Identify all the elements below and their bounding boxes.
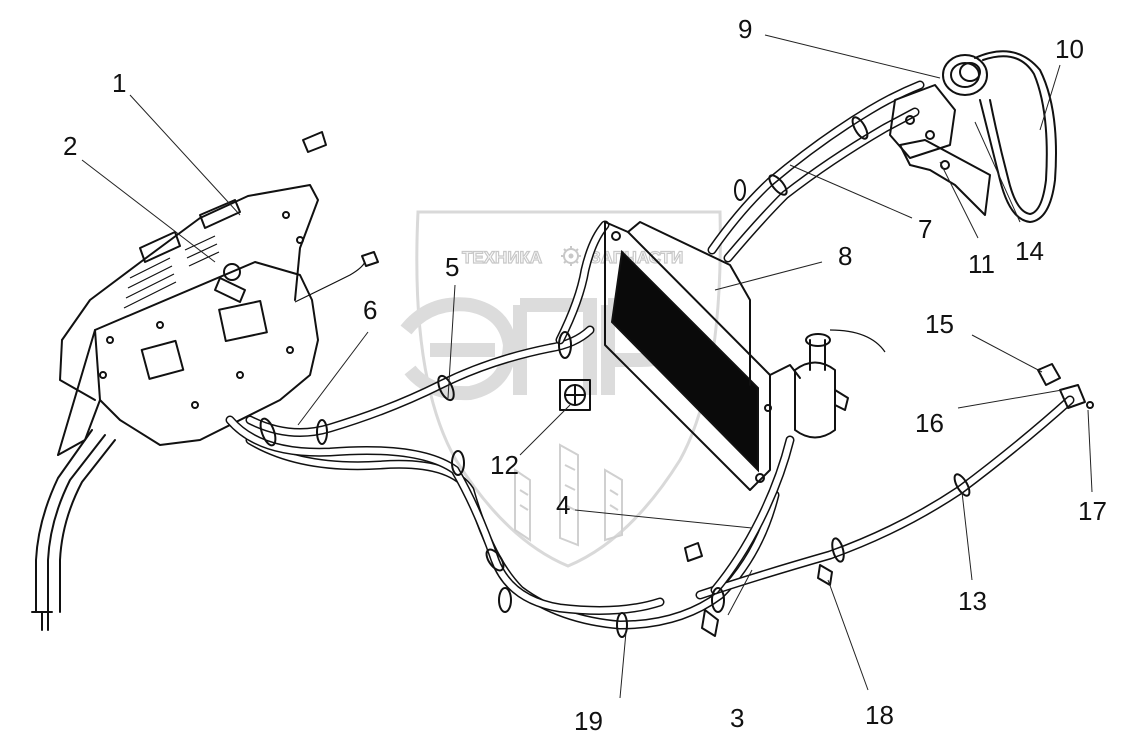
callout-12: 12 — [490, 450, 519, 480]
compressor — [889, 50, 1057, 223]
callout-8: 8 — [838, 241, 852, 271]
callout-17: 17 — [1078, 496, 1107, 526]
watermark-left-text: ТЕХНИКА — [462, 248, 542, 267]
clip-18 — [817, 564, 833, 586]
compressor-bracket — [899, 139, 991, 216]
pressure-switch — [559, 379, 591, 411]
drive-belt — [974, 50, 1057, 223]
gear-icon — [561, 246, 581, 266]
receiver-drier — [794, 329, 886, 439]
callout-6: 6 — [363, 295, 377, 325]
callout-11: 11 — [968, 249, 995, 279]
grain-emblem-icon — [514, 443, 623, 547]
callout-5: 5 — [445, 252, 459, 282]
condenser — [604, 221, 801, 491]
callout-3: 3 — [730, 703, 744, 733]
leader-lines — [81, 34, 1093, 699]
callout-10: 10 — [1055, 34, 1084, 64]
callout-16: 16 — [915, 408, 944, 438]
hose-clamps — [259, 116, 971, 638]
callout-13: 13 — [958, 586, 987, 616]
end-fittings — [1037, 363, 1094, 409]
evaporator-unit — [31, 131, 379, 631]
clip-3 — [701, 609, 719, 637]
callout-9: 9 — [738, 14, 752, 44]
callout-14: 14 — [1015, 236, 1044, 266]
callout-1: 1 — [112, 68, 126, 98]
watermark: ТЕХНИКА ЗАПЧАСТИ — [400, 210, 722, 568]
watermark-right-text: ЗАПЧАСТИ — [590, 248, 683, 267]
hoses — [225, 80, 1075, 638]
callout-4: 4 — [556, 490, 570, 520]
callout-15: 15 — [925, 309, 954, 339]
callout-2: 2 — [63, 131, 77, 161]
callout-18: 18 — [865, 700, 894, 730]
callout-7: 7 — [918, 214, 932, 244]
callout-19: 19 — [574, 706, 603, 736]
callout-labels: 1 2 3 4 5 6 7 8 9 10 11 12 13 14 15 16 1… — [63, 14, 1107, 736]
small-bracket — [684, 542, 703, 562]
